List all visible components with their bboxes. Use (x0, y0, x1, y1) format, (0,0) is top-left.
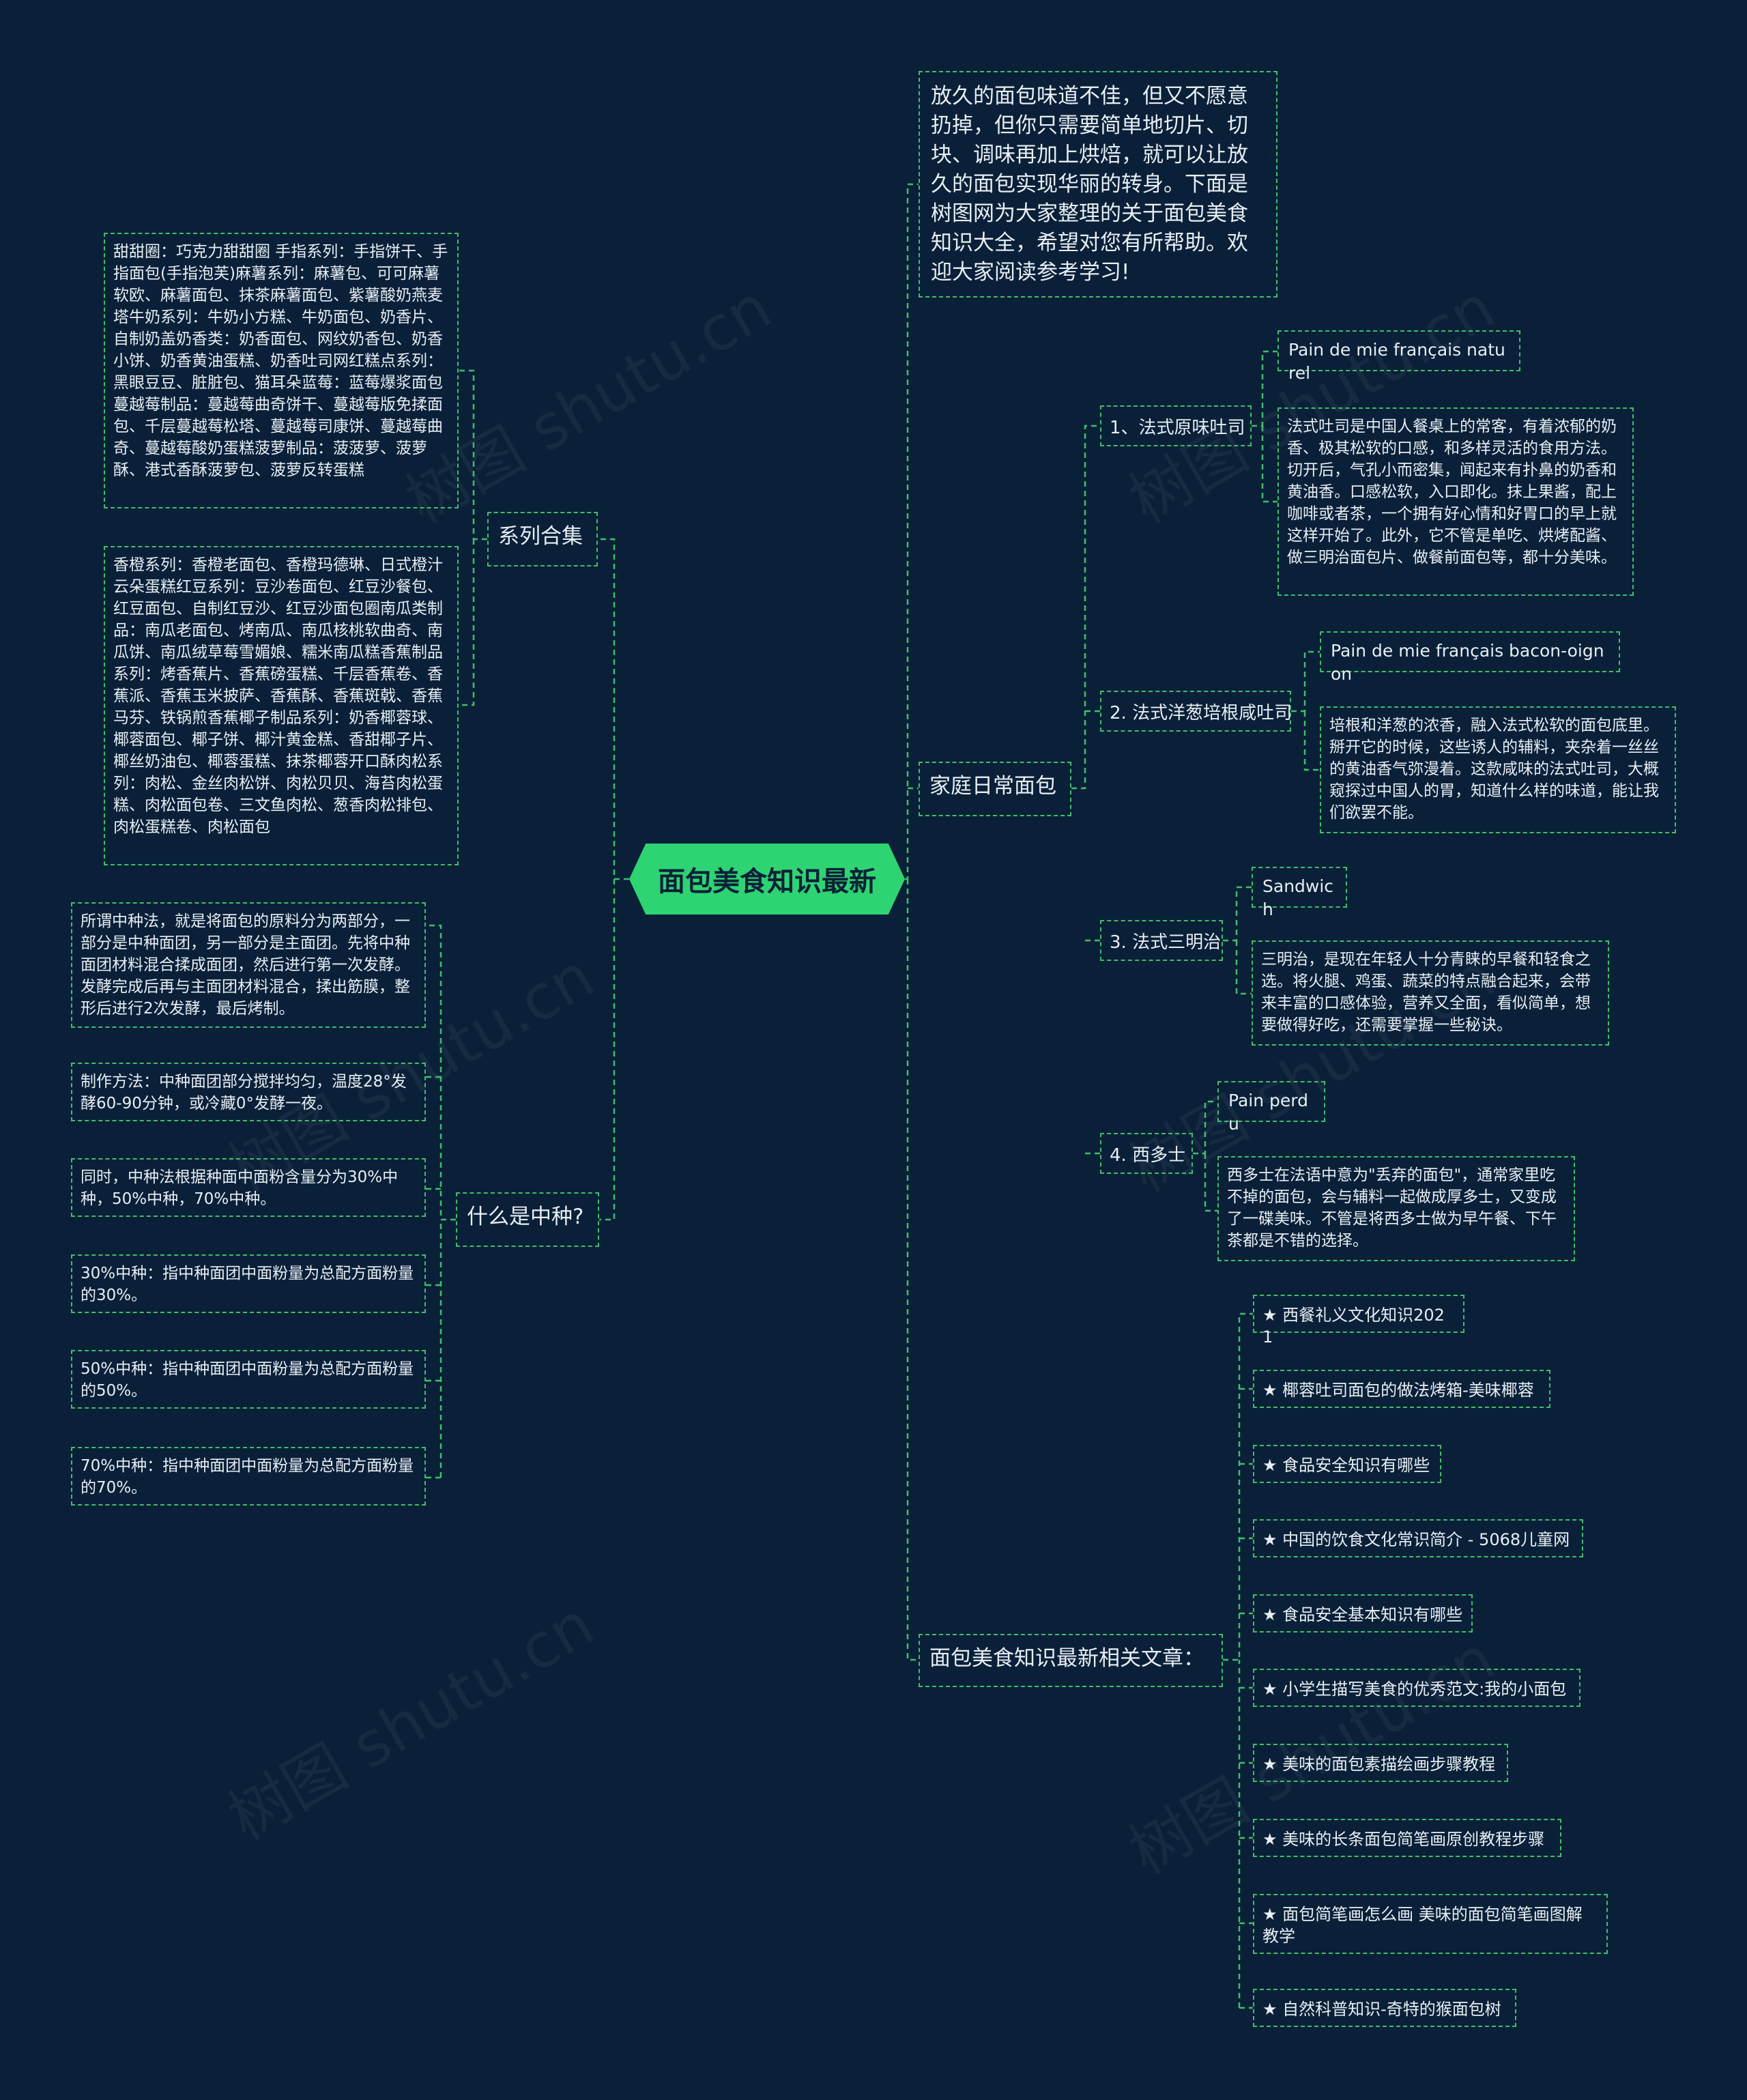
zhongzhong-item[interactable]: 50%中种：指中种面团中面粉量为总配方面粉量的50%。 (71, 1350, 426, 1409)
zhongzhong-item[interactable]: 所谓中种法，就是将面包的原料分为两部分，一部分是中种面团，另一部分是主面团。先将… (71, 902, 426, 1028)
zhongzhong-item[interactable]: 30%中种：指中种面团中面粉量为总配方面粉量的30%。 (71, 1254, 426, 1313)
zhongzhong-item[interactable]: 制作方法：中种面团部分搅拌均匀，温度28°发酵60-90分钟，或冷藏0°发酵一夜… (71, 1063, 426, 1121)
family-group-label[interactable]: 4. 西多士 (1100, 1133, 1193, 1174)
zhongzhong-branch[interactable]: 什么是中种? (456, 1192, 599, 1247)
related-article-link[interactable]: ★ 小学生描写美食的优秀范文:我的小面包 (1253, 1669, 1580, 1707)
related-branch[interactable]: 面包美食知识最新相关文章： (919, 1634, 1223, 1687)
family-group-name[interactable]: Sandwich (1252, 867, 1347, 919)
family-group-desc[interactable]: 法式吐司是中国人餐桌上的常客，有着浓郁的奶香、极其松软的口感，和多样灵活的食用方… (1277, 407, 1634, 596)
related-article-link[interactable]: ★ 食品安全基本知识有哪些 (1253, 1594, 1473, 1632)
family-group-label[interactable]: 2. 法式洋葱培根咸吐司 (1100, 691, 1292, 732)
zhongzhong-item[interactable]: 70%中种：指中种面团中面粉量为总配方面粉量的70%。 (71, 1447, 426, 1506)
series-branch[interactable]: 系列合集 (487, 512, 598, 566)
related-article-link[interactable]: ★ 面包简笔画怎么画 美味的面包简笔画图解教学 (1253, 1894, 1608, 1954)
related-article-link[interactable]: ★ 美味的长条面包简笔画原创教程步骤 (1253, 1819, 1561, 1857)
family-group-desc[interactable]: 西多士在法语中意为"丢弃的面包"，通常家里吃不掉的面包，会与辅料一起做成厚多士，… (1217, 1156, 1575, 1261)
related-article-link[interactable]: ★ 食品安全知识有哪些 (1253, 1445, 1441, 1483)
family-group-name[interactable]: Pain perdu (1217, 1081, 1325, 1134)
intro-node[interactable]: 放久的面包味道不佳，但又不愿意扔掉，但你只需要简单地切片、切块、调味再加上烘焙，… (919, 71, 1277, 298)
family-group-label[interactable]: 1、法式原味吐司 (1100, 405, 1252, 446)
family-group-name[interactable]: Pain de mie français naturel (1277, 330, 1520, 383)
family-group-name[interactable]: Pain de mie français bacon-oignon (1320, 631, 1620, 684)
family-group-label[interactable]: 3. 法式三明治 (1100, 920, 1223, 961)
root-node[interactable]: 面包美食知识最新 (629, 844, 905, 915)
family-branch[interactable]: 家庭日常面包 (919, 762, 1071, 816)
related-article-link[interactable]: ★ 自然科普知识-奇特的猴面包树 (1253, 1989, 1516, 2027)
zhongzhong-item[interactable]: 同时，中种法根据种面中面粉含量分为30%中种，50%中种，70%中种。 (71, 1158, 426, 1217)
family-group-desc[interactable]: 三明治，是现在年轻人十分青睐的早餐和轻食之选。将火腿、鸡蛋、蔬菜的特点融合起来，… (1252, 940, 1609, 1046)
family-group-desc[interactable]: 培根和洋葱的浓香，融入法式松软的面包底里。掰开它的时候，这些诱人的辅料，夹杂着一… (1320, 706, 1676, 833)
related-article-link[interactable]: ★ 椰蓉吐司面包的做法烤箱-美味椰蓉 (1253, 1370, 1550, 1408)
related-article-link[interactable]: ★ 中国的饮食文化常识简介 - 5068儿童网 (1253, 1519, 1583, 1557)
related-article-link[interactable]: ★ 美味的面包素描绘画步骤教程 (1253, 1744, 1508, 1782)
related-article-link[interactable]: ★ 西餐礼义文化知识2021 (1253, 1295, 1464, 1347)
series-item[interactable]: 香橙系列：香橙老面包、香橙玛德琳、日式橙汁云朵蛋糕红豆系列：豆沙卷面包、红豆沙餐… (104, 546, 459, 865)
series-item[interactable]: 甜甜圈：巧克力甜甜圈 手指系列：手指饼干、手指面包(手指泡芙)麻薯系列：麻薯包、… (104, 233, 459, 508)
